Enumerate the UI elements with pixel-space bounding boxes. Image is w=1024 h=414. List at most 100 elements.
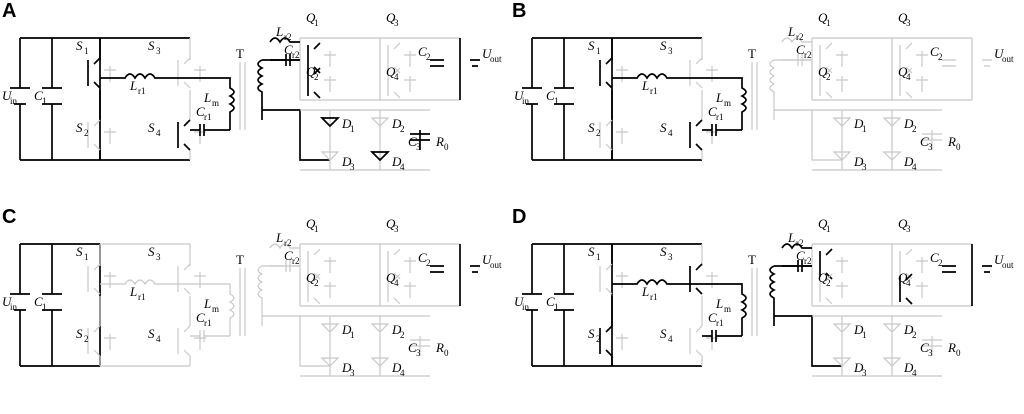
label-lr2: L: [275, 24, 283, 39]
secondary-winding-icon: [257, 59, 264, 120]
s4-switch-icon: [177, 119, 191, 151]
label-s2: S: [76, 120, 83, 135]
q2-switch-icon: [307, 273, 321, 305]
q3-switch-icon-diode-icon: [916, 257, 928, 273]
bridge-rails: [612, 37, 702, 161]
label-lm: L: [203, 296, 211, 311]
lm-inductor-icon: [205, 283, 235, 336]
label-s1_sub: 1: [596, 46, 601, 56]
output-cap-icon: [942, 38, 992, 100]
s3-switch-icon-diode-icon: [706, 272, 718, 288]
q4-switch-icon: [387, 273, 401, 305]
label-q2_sub: 2: [826, 278, 831, 288]
s1-switch-icon: [599, 57, 613, 89]
label-s3: S: [660, 38, 667, 53]
panel-d-letter: D: [512, 206, 527, 228]
label-cr2: C: [796, 248, 805, 263]
label-s4_sub: 4: [668, 128, 673, 138]
label-c2_sub: 2: [426, 52, 431, 62]
label-q4_sub: 4: [906, 278, 911, 288]
c3-r0-load-icon: [410, 336, 430, 356]
label-lr2_sub: r2: [284, 238, 292, 248]
uin-source-icon: [10, 293, 30, 311]
s1-switch-icon-diode-icon: [104, 272, 116, 288]
label-cr1_sub: r1: [204, 318, 212, 328]
label-d3_sub: 3: [862, 368, 867, 378]
d2-diode-icon: [882, 323, 902, 333]
label-lr2: L: [787, 24, 795, 39]
panel-a-letter: A: [2, 0, 17, 22]
label-uin_sub: in: [522, 302, 530, 312]
d2-diode-icon: [882, 117, 902, 127]
c3-r0-load-icon: [410, 130, 430, 150]
uin-source-icon: [10, 87, 30, 105]
label-lr2_sub: r2: [796, 238, 804, 248]
label-s3_sub: 3: [156, 46, 161, 56]
label-uout: U: [994, 46, 1005, 61]
s3-switch-icon: [689, 263, 703, 295]
label-c3: C: [920, 340, 929, 355]
label-q2: Q: [818, 64, 828, 79]
label-q1_sub: 1: [314, 18, 319, 28]
diode-bridge: [300, 109, 430, 171]
label-s3: S: [660, 244, 667, 259]
d4-diode-icon: [370, 357, 390, 367]
diode-bridge: [300, 315, 430, 377]
label-uout: U: [994, 252, 1005, 267]
s1-switch-icon-diode-icon: [616, 272, 628, 288]
label-d3_sub: 3: [350, 368, 355, 378]
label-lm: L: [203, 90, 211, 105]
s2-switch-icon: [599, 325, 613, 357]
label-lr1_sub: r1: [650, 86, 658, 96]
label-q1_sub: 1: [826, 224, 831, 234]
label-uin: U: [514, 88, 525, 103]
label-s4_sub: 4: [156, 128, 161, 138]
label-d2_sub: 2: [912, 330, 917, 340]
d2-diode-icon: [370, 323, 390, 333]
label-s1: S: [76, 38, 83, 53]
label-cr1: C: [708, 104, 717, 119]
cr1-capacitor-icon: [190, 330, 230, 342]
s4-switch-icon: [689, 325, 703, 357]
label-d1: D: [853, 116, 864, 131]
label-lr2_sub: r2: [284, 32, 292, 42]
label-q3: Q: [386, 216, 396, 231]
lr2-inductor-icon: [781, 37, 812, 44]
label-lm_sub: m: [212, 304, 219, 314]
bridge-rails: [100, 37, 190, 161]
label-s2: S: [588, 120, 595, 135]
label-lm_sub: m: [724, 98, 731, 108]
label-uout: U: [482, 46, 493, 61]
label-r0_sub: 0: [444, 142, 449, 152]
s2-switch-icon-diode-icon: [616, 128, 628, 144]
q1-switch-icon-diode-icon: [324, 51, 336, 67]
q3-switch-icon-diode-icon: [916, 51, 928, 67]
s2-switch-icon-diode-icon: [104, 128, 116, 144]
q2-switch-icon-diode-icon: [324, 76, 336, 92]
label-r0: R: [947, 134, 956, 149]
lr1-inductor-icon: [100, 279, 205, 286]
label-q3: Q: [386, 10, 396, 25]
label-t: T: [748, 46, 756, 61]
cr2-capacitor-icon: [782, 54, 812, 66]
d1-diode-icon: [320, 323, 340, 333]
secondary-winding-icon: [769, 265, 776, 326]
label-s3: S: [148, 244, 155, 259]
label-s1: S: [588, 38, 595, 53]
q4-switch-icon-diode-icon: [916, 76, 928, 92]
label-lr2_sub: r2: [796, 32, 804, 42]
transformer-core-icon: [751, 268, 758, 336]
lr1-inductor-icon: [612, 279, 717, 286]
label-q1: Q: [818, 216, 828, 231]
q2-switch-icon-diode-icon: [324, 282, 336, 298]
label-d1_sub: 1: [862, 330, 867, 340]
label-lr1_sub: r1: [138, 292, 146, 302]
uin-source-icon: [522, 87, 542, 105]
label-uin: U: [2, 294, 13, 309]
d3-diode-icon: [320, 357, 340, 367]
label-q3_sub: 3: [906, 18, 911, 28]
label-s1_sub: 1: [84, 252, 89, 262]
c1-capacitor-icon: [554, 38, 574, 160]
label-cr2: C: [796, 42, 805, 57]
